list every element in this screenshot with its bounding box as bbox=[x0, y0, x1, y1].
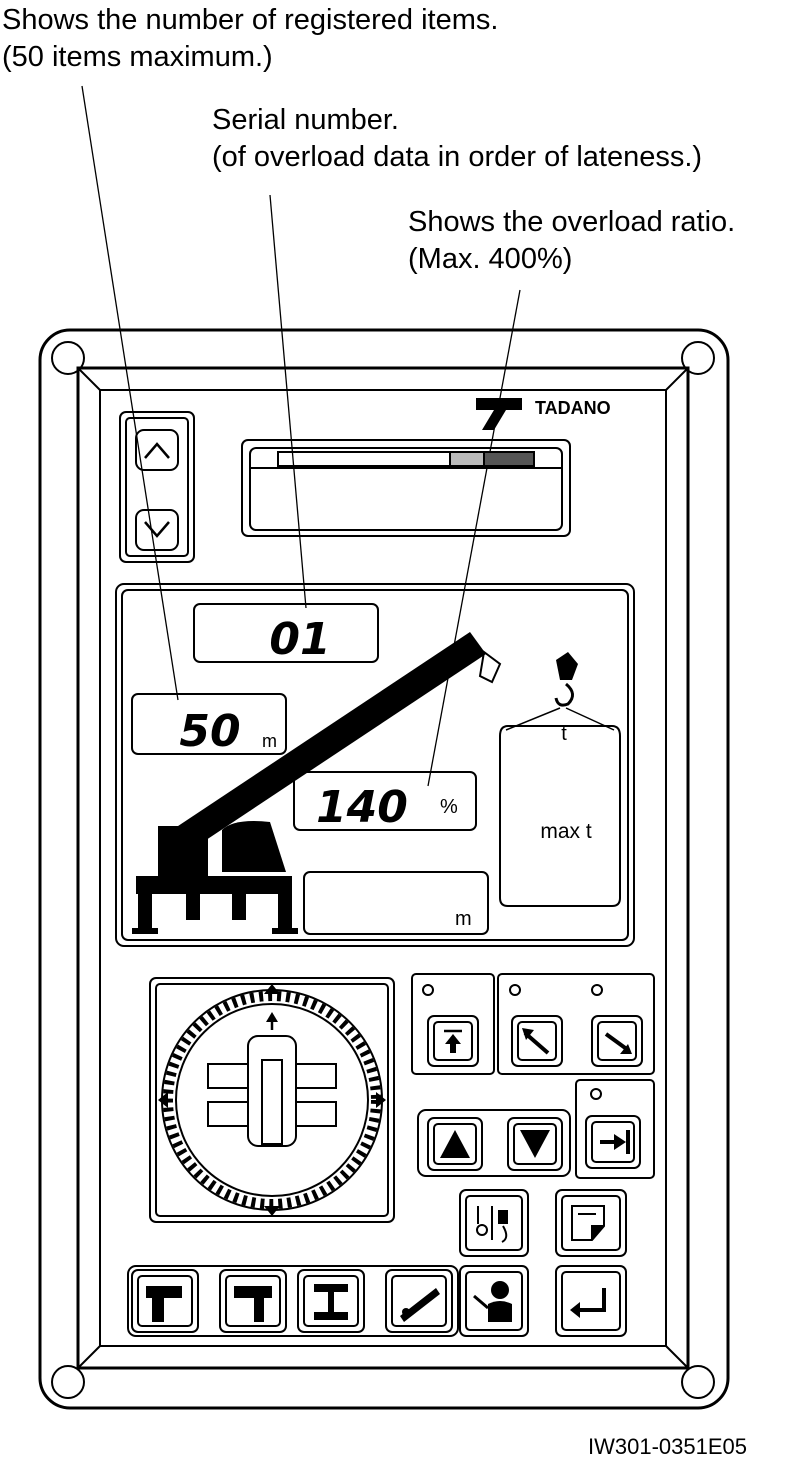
next-group bbox=[575, 1079, 655, 1179]
document-button[interactable] bbox=[555, 1189, 627, 1257]
weight-unit: t bbox=[561, 723, 567, 745]
operator-button[interactable] bbox=[459, 1265, 529, 1337]
callout-serial-number: Serial number. (of overload data in orde… bbox=[212, 102, 702, 176]
callout-serial-number-line1: Serial number. bbox=[212, 104, 399, 136]
outrigger-max-button[interactable] bbox=[131, 1269, 199, 1333]
up-button[interactable] bbox=[427, 1117, 483, 1171]
chevron-down-icon bbox=[144, 521, 170, 538]
callout-registered-items-line2: (50 items maximum.) bbox=[2, 41, 273, 73]
main-display bbox=[115, 583, 635, 947]
down-button[interactable] bbox=[507, 1117, 563, 1171]
boom-lower-button[interactable] bbox=[591, 1015, 643, 1067]
panel-housing bbox=[38, 328, 730, 1410]
registered-items-display bbox=[131, 693, 287, 755]
lower-display bbox=[303, 871, 489, 935]
serial-number-display bbox=[193, 603, 379, 663]
outrigger-setup-button[interactable] bbox=[297, 1269, 365, 1333]
callout-overload-ratio-line1: Shows the overload ratio. bbox=[408, 206, 736, 238]
overload-ratio-value: 140 bbox=[316, 782, 408, 833]
callout-leaders bbox=[81, 85, 521, 787]
screw-hole-top-right bbox=[681, 341, 715, 375]
lower-display-unit: m bbox=[455, 908, 472, 930]
message-window bbox=[241, 439, 571, 537]
crane-icon bbox=[132, 632, 502, 934]
scroll-up-button[interactable] bbox=[135, 429, 179, 471]
jib-button[interactable] bbox=[385, 1269, 453, 1333]
winch-button[interactable] bbox=[459, 1189, 529, 1257]
callout-registered-items: Shows the number of registered items. (5… bbox=[2, 2, 498, 76]
scroll-button-group bbox=[119, 411, 195, 563]
weight-box bbox=[499, 725, 621, 907]
overload-ratio-unit: % bbox=[440, 796, 458, 818]
chevron-up-icon bbox=[144, 442, 170, 459]
screw-hole-top-left bbox=[51, 341, 85, 375]
boom-top-group bbox=[411, 973, 495, 1075]
boom-top-button[interactable] bbox=[427, 1015, 479, 1067]
boom-angle-group bbox=[497, 973, 655, 1075]
callout-overload-ratio: Shows the overload ratio. (Max. 400%) bbox=[408, 204, 735, 278]
figure-code: IW301-0351E05 bbox=[588, 1434, 747, 1459]
arrow-button-group bbox=[417, 1109, 571, 1177]
slew-display bbox=[149, 977, 395, 1223]
brand-name: TADANO bbox=[535, 398, 611, 418]
callout-serial-number-line2: (of overload data in order of lateness.) bbox=[212, 141, 703, 173]
screw-hole-bottom-right bbox=[681, 1365, 715, 1399]
scroll-down-button[interactable] bbox=[135, 509, 179, 551]
callout-overload-ratio-line2: (Max. 400%) bbox=[408, 243, 573, 275]
serial-number-value: 01 bbox=[269, 614, 330, 665]
tadano-logo bbox=[476, 398, 522, 430]
callout-registered-items-line1: Shows the number of registered items. bbox=[2, 4, 499, 36]
bottom-button-group bbox=[127, 1265, 459, 1337]
next-button[interactable] bbox=[585, 1115, 641, 1169]
overload-ratio-display bbox=[293, 771, 477, 831]
registered-items-value: 50 bbox=[179, 706, 240, 757]
outrigger-mid-button[interactable] bbox=[219, 1269, 287, 1333]
screw-hole-bottom-left bbox=[51, 1365, 85, 1399]
boom-raise-button[interactable] bbox=[511, 1015, 563, 1067]
weight-label: max t bbox=[540, 820, 592, 843]
registered-items-unit: m bbox=[262, 731, 277, 751]
enter-button[interactable] bbox=[555, 1265, 627, 1337]
